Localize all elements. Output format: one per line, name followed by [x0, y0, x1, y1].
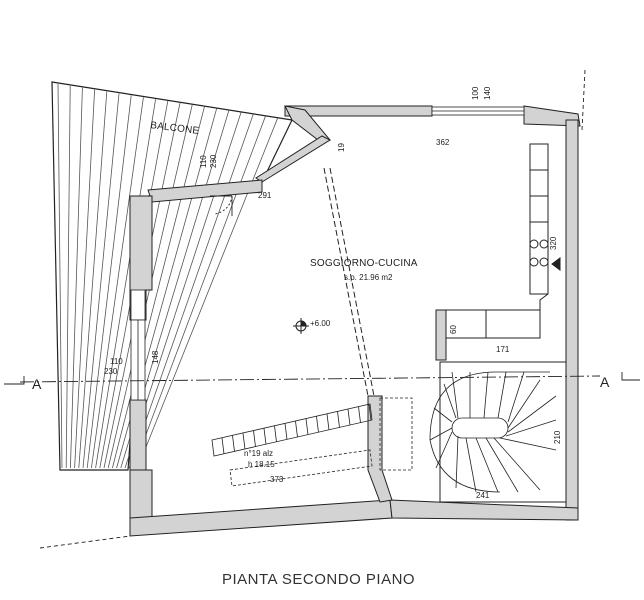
dim-241: 241 [476, 491, 490, 500]
dim-291: 291 [258, 191, 272, 200]
balcony-plank [91, 97, 144, 469]
beam-line [323, 167, 375, 397]
dim-171: 171 [496, 345, 510, 354]
balcony-plank [70, 87, 83, 469]
spiral-stair [429, 361, 567, 503]
section-line [4, 69, 640, 549]
stair-tread [305, 418, 309, 435]
stair-tread [242, 433, 246, 450]
balcony-plank [74, 89, 95, 469]
dim-362: 362 [436, 138, 450, 147]
labels: BALCONE SOGGIORNO-CUCINA s.p. 21.96 m2 +… [32, 86, 610, 588]
balcony-plank [65, 85, 71, 469]
dim-60: 60 [449, 325, 458, 334]
elevation-marker [293, 318, 309, 334]
dim-19: 19 [337, 143, 346, 152]
room-area: s.p. 21.96 m2 [344, 273, 393, 282]
dim-230-top: 230 [209, 154, 218, 168]
windows [130, 106, 525, 401]
drawing-title: PIANTA SECONDO PIANO [222, 571, 415, 588]
dim-230-left: 230 [104, 367, 118, 376]
stair-note-2: h 18.15 [248, 460, 275, 469]
balcony-plank [57, 83, 63, 469]
balcony-plank [137, 118, 278, 469]
stair-tread [253, 430, 256, 447]
walls [129, 105, 581, 537]
stair-tread [347, 409, 351, 426]
stair-tread [316, 416, 319, 433]
elevation-label: +6.00 [310, 319, 331, 328]
balcony-plank [112, 106, 205, 469]
balcony-plank [133, 116, 266, 469]
dim-320: 320 [549, 236, 558, 250]
balcony-plank [128, 114, 254, 469]
stair-tread [284, 423, 288, 440]
balcony-door [210, 195, 233, 216]
stair-tread [221, 437, 225, 455]
balcony-plank [86, 95, 132, 469]
dim-148: 148 [151, 350, 160, 364]
balcony-plank [82, 93, 120, 469]
dim-140: 140 [483, 86, 492, 100]
balcony-plank [95, 99, 156, 469]
stair-tread [337, 411, 340, 428]
kitchen-counter [445, 143, 561, 339]
dim-110-top: 110 [199, 155, 208, 168]
dim-373: 373 [270, 475, 284, 484]
stair-tread [358, 406, 361, 423]
stair-tread [326, 413, 330, 431]
dim-210: 210 [553, 430, 562, 444]
stair-tread [295, 421, 298, 438]
dim-100: 100 [471, 86, 480, 100]
stair-tread [368, 404, 372, 421]
straight-stair [211, 397, 413, 487]
section-label-left: A [32, 376, 42, 392]
room-name: SOGGIORNO-CUCINA [310, 258, 418, 269]
dim-110-left: 110 [110, 357, 123, 366]
stair-note-1: n°19 alz [244, 449, 273, 458]
balcony [51, 81, 293, 471]
stair-tread [274, 425, 277, 443]
section-label-right: A [600, 374, 610, 390]
balcony-plank [78, 91, 108, 469]
stair-tread [232, 435, 235, 452]
stair-tread [263, 428, 267, 445]
